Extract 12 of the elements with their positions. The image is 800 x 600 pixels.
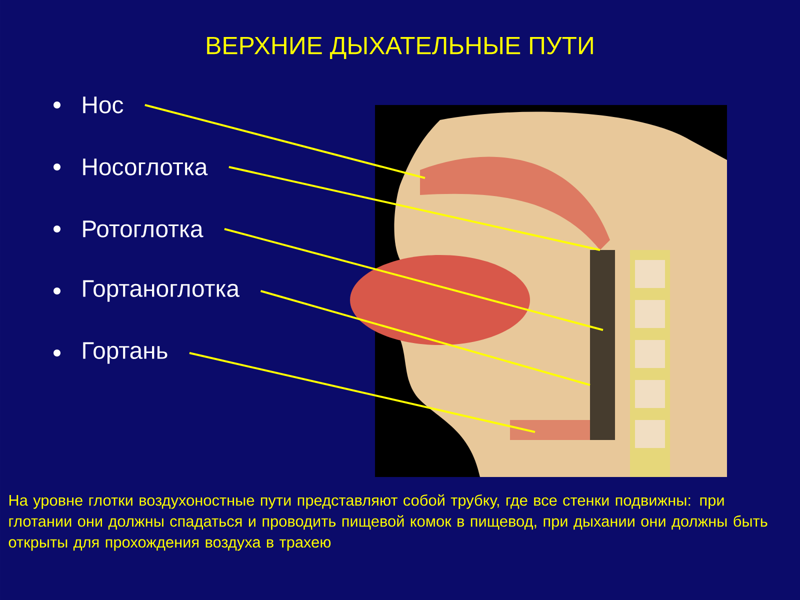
list-item: Нос (83, 96, 124, 114)
leader-line (144, 104, 426, 179)
list-item: Гортань (83, 342, 168, 364)
list-item: Носоглотка (83, 158, 208, 176)
list-item: Гортаноглотка (83, 280, 240, 302)
caption: На уровне глотки воздухоностные пути представляют собой трубку, где все стенки подвижны: при глотании они должны спадаться и проводить пищевой комок в пищевод, при дыхании они должны быть открыты для прохождения воздуха в трахею (8, 494, 768, 551)
leader-line (189, 352, 536, 433)
leader-line (228, 166, 600, 251)
leader-line (260, 290, 590, 386)
leader-line (224, 228, 604, 331)
title: ВЕРХНИЕ ДЫХАТЕЛЬНЫЕ ПУТИ (207, 36, 593, 60)
list-item: Ротоглотка (83, 220, 204, 238)
